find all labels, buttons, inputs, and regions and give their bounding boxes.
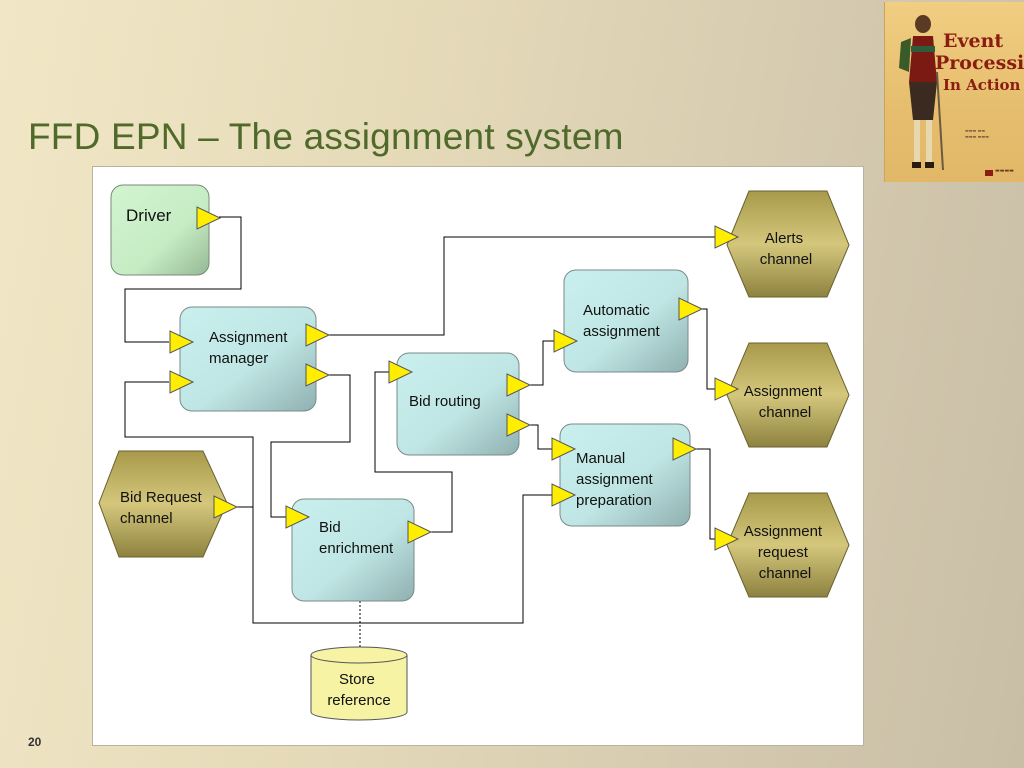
manager-output-port-2 — [305, 363, 331, 387]
node-automatic-assignment-label: Automatic assignment — [583, 302, 661, 340]
routing-output-port-1 — [506, 373, 532, 397]
slide-title: FFD EPN – The assignment system — [28, 116, 624, 157]
node-automatic-assignment: Automatic assignment — [553, 269, 704, 373]
edge-bidrequest-to-manual — [252, 494, 556, 624]
node-driver: Driver — [110, 184, 222, 276]
bid-request-output-port — [213, 495, 239, 519]
node-assignment-channel-label: Assignment channel — [744, 383, 827, 421]
enrichment-output-port — [407, 520, 433, 544]
manual-input-port-2 — [551, 483, 577, 507]
node-assignment-channel: Assignment channel — [714, 342, 850, 448]
manager-input-port-1 — [169, 330, 195, 354]
node-store-reference: Store reference — [310, 646, 408, 721]
automatic-output-port — [678, 297, 704, 321]
edge-manual-to-request — [693, 448, 715, 540]
node-bid-routing-label: Bid routing — [409, 393, 481, 410]
node-bid-enrichment: Bid enrichment — [285, 498, 433, 602]
node-alerts-channel: Alerts channel — [714, 190, 850, 298]
node-assignment-request-channel-label: Assignment request channel — [744, 523, 827, 582]
diagram-panel: Driver Assignment manager Bid Request ch… — [92, 166, 864, 746]
routing-input-port — [388, 360, 414, 384]
book-title-line2: Processing — [935, 52, 1024, 74]
manager-output-port-1 — [305, 323, 331, 347]
node-store-reference-label: Store reference — [327, 671, 390, 709]
assignment-channel-input-port — [714, 377, 740, 401]
routing-output-port-2 — [506, 413, 532, 437]
manager-input-port-2 — [169, 370, 195, 394]
publisher-name: ▬▬▬▬ — [995, 168, 1014, 174]
book-title: Event Processing In Action — [935, 30, 1024, 96]
edge-manager-to-alerts — [329, 236, 715, 336]
automatic-input-port — [553, 329, 579, 353]
edge-driver-to-manager — [124, 216, 242, 343]
edge-routing-to-manual — [530, 424, 556, 450]
node-assignment-manager-label: Assignment manager — [209, 329, 292, 367]
book-cover-figure — [899, 15, 944, 171]
manual-output-port — [672, 437, 698, 461]
book-authors: ▬▬▬ ▬▬▬▬▬ ▬▬▬ — [965, 128, 989, 139]
manual-input-port-1 — [551, 437, 577, 461]
edge-routing-to-automatic — [530, 340, 556, 386]
node-bid-routing: Bid routing — [388, 352, 532, 456]
node-assignment-request-channel: Assignment request channel — [714, 492, 850, 598]
edge-enrichment-to-routing — [374, 371, 453, 533]
book-cover: Event Processing In Action ▬▬▬ ▬▬▬▬▬ ▬▬▬… — [884, 2, 1024, 182]
edge-manager-to-enrichment — [270, 374, 351, 518]
node-manual-assignment-label: Manual assignment preparation — [576, 450, 657, 509]
node-driver-label: Driver — [126, 206, 172, 225]
node-bid-enrichment-label: Bid enrichment — [319, 519, 394, 557]
edge-automatic-to-assignment — [702, 308, 715, 390]
alerts-input-port — [714, 225, 740, 249]
edge-bidrequest-to-manager — [124, 381, 254, 508]
enrichment-input-port — [285, 505, 311, 529]
node-bid-request-channel: Bid Request channel — [98, 450, 239, 558]
assignment-request-input-port — [714, 527, 740, 551]
node-bid-request-channel-label: Bid Request channel — [120, 489, 206, 527]
node-assignment-manager: Assignment manager — [169, 306, 331, 412]
node-manual-assignment-preparation: Manual assignment preparation — [551, 423, 698, 527]
book-title-line3: In Action — [943, 76, 1021, 94]
driver-output-port — [196, 206, 222, 230]
publisher-logo-icon — [985, 170, 993, 176]
epn-diagram: Driver Assignment manager Bid Request ch… — [98, 184, 850, 721]
slide-number: 20 — [28, 735, 42, 749]
book-title-line1: Event — [943, 30, 1004, 52]
connectors — [124, 216, 715, 655]
node-alerts-channel-label: Alerts channel — [760, 230, 813, 268]
